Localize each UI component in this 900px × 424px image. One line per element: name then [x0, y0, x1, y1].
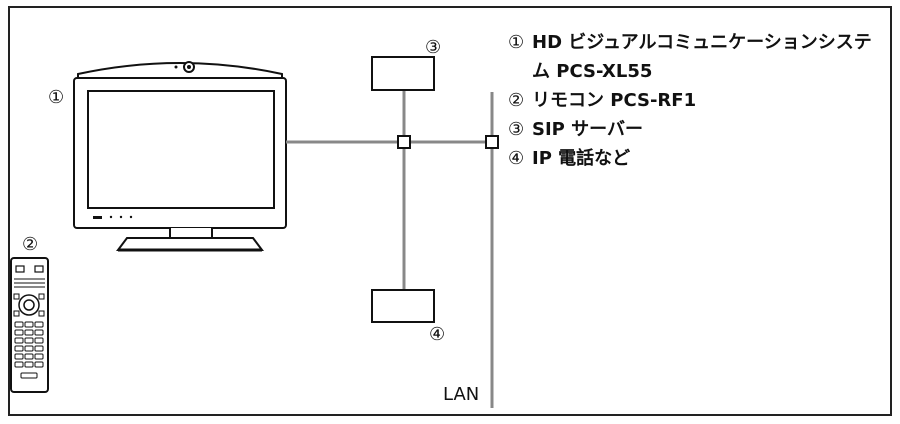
legend-number: ① — [508, 32, 525, 53]
legend-number: ④ — [508, 148, 525, 169]
legend-text: HD ビジュアルコミュニケーションシステム PCS-XL55 — [532, 32, 872, 82]
remote-control-device — [10, 257, 49, 393]
sip-server-box — [371, 56, 435, 91]
legend-text: リモコン PCS-RF1 — [532, 90, 697, 111]
legend-item: ② リモコン PCS-RF1 — [508, 86, 888, 115]
legend: ① HD ビジュアルコミュニケーションシステム PCS-XL55 ② リモコン … — [508, 28, 888, 173]
monitor-callout: ① — [48, 87, 64, 108]
legend-item: ③ SIP サーバー — [508, 115, 888, 144]
legend-text: IP 電話など — [532, 148, 631, 169]
monitor-device — [73, 61, 287, 252]
legend-text: SIP サーバー — [532, 119, 643, 140]
lan-label: LAN — [443, 384, 480, 405]
ip-phone-box — [371, 289, 435, 323]
legend-item: ① HD ビジュアルコミュニケーションシステム PCS-XL55 — [508, 28, 888, 86]
remote-callout: ② — [22, 234, 38, 255]
legend-number: ③ — [508, 119, 525, 140]
lan-junction-node — [485, 135, 499, 149]
junction-node — [397, 135, 411, 149]
network-connections — [286, 90, 494, 408]
legend-number: ② — [508, 90, 525, 111]
diagram-frame — [8, 6, 892, 416]
ip-phone-callout: ④ — [429, 324, 445, 345]
legend-item: ④ IP 電話など — [508, 144, 888, 173]
sip-server-callout: ③ — [425, 37, 441, 58]
